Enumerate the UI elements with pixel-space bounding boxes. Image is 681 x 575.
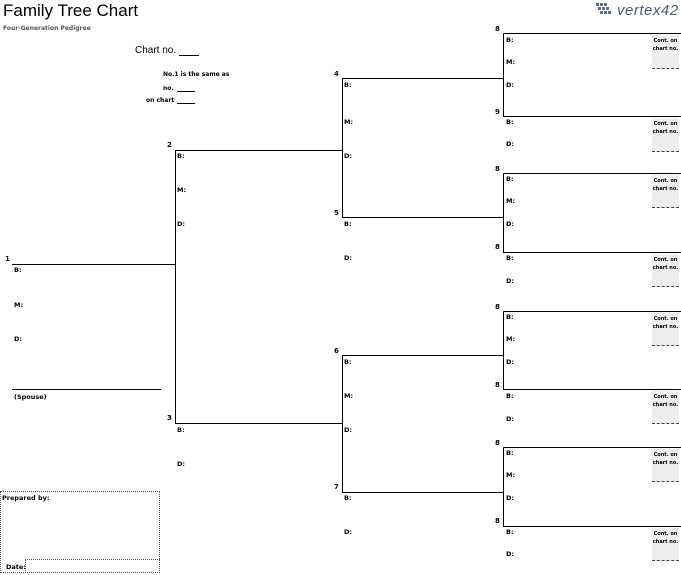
person6-born-field[interactable]: B:	[344, 358, 352, 366]
person-number-6: 6	[334, 347, 339, 355]
person13-born-field[interactable]: B:	[506, 392, 514, 400]
chart-no-label: Chart no.	[135, 45, 177, 56]
person-number-13: 8	[495, 381, 500, 389]
person8-died-field[interactable]: D:	[506, 81, 514, 89]
person5-born-field[interactable]: B:	[344, 220, 352, 228]
person8-married-field[interactable]: M:	[506, 58, 516, 66]
person-number-7: 7	[334, 483, 339, 491]
person6-died-field[interactable]: D:	[344, 426, 352, 434]
person-number-12: 8	[495, 303, 500, 311]
person8-born-field[interactable]: B:	[506, 36, 514, 44]
person9-born-field[interactable]: B:	[506, 118, 514, 126]
person15-died-field[interactable]: D:	[506, 550, 514, 558]
same-as-note-2[interactable]: no.	[163, 84, 195, 92]
person14-born-field[interactable]: B:	[506, 449, 514, 457]
person15-born-field[interactable]: B:	[506, 528, 514, 536]
person-number-14: 8	[495, 439, 500, 447]
person12-born-field[interactable]: B:	[506, 313, 514, 321]
person1-born-field[interactable]: B:	[14, 266, 22, 274]
person14-married-field[interactable]: M:	[506, 471, 516, 479]
person5-died-field[interactable]: D:	[344, 254, 352, 262]
page-title: Family Tree Chart	[3, 1, 139, 20]
person12-died-field[interactable]: D:	[506, 358, 514, 366]
person-number-3: 3	[167, 414, 172, 422]
person11-died-field[interactable]: D:	[506, 277, 514, 285]
prepared-by-box[interactable]	[0, 491, 160, 573]
person6-married-field[interactable]: M:	[344, 392, 354, 400]
person3-born-field[interactable]: B:	[177, 426, 185, 434]
person-number-8: 8	[495, 25, 500, 33]
prepared-by-label: Prepared by:	[2, 494, 50, 502]
vertex-cube-icon	[596, 3, 611, 14]
person2-died-field[interactable]: D:	[177, 220, 185, 228]
person9-died-field[interactable]: D:	[506, 140, 514, 148]
spouse-label: (Spouse)	[14, 393, 47, 401]
person1-died-field[interactable]: D:	[14, 335, 22, 343]
logo-text: vertex42	[617, 1, 679, 19]
person12-married-field[interactable]: M:	[506, 335, 516, 343]
person4-died-field[interactable]: D:	[344, 152, 352, 160]
person-number-5: 5	[334, 209, 339, 217]
person4-born-field[interactable]: B:	[344, 81, 352, 89]
person2-married-field[interactable]: M:	[177, 186, 187, 194]
person2-born-field[interactable]: B:	[177, 152, 185, 160]
person7-born-field[interactable]: B:	[344, 494, 352, 502]
chart-no-field[interactable]: Chart no.	[135, 45, 199, 56]
person-number-1: 1	[5, 255, 10, 263]
same-as-note-3[interactable]: on chart	[146, 96, 196, 104]
person7-died-field[interactable]: D:	[344, 528, 352, 536]
vertex42-logo: vertex42	[594, 0, 679, 20]
person-number-10: 8	[495, 165, 500, 173]
person10-married-field[interactable]: M:	[506, 197, 516, 205]
person-number-11: 8	[495, 243, 500, 251]
date-label: Date:	[6, 563, 26, 571]
person-number-4: 4	[334, 70, 339, 78]
person10-born-field[interactable]: B:	[506, 175, 514, 183]
person-number-2: 2	[167, 141, 172, 149]
date-field[interactable]	[25, 559, 160, 573]
person4-married-field[interactable]: M:	[344, 118, 354, 126]
person11-born-field[interactable]: B:	[506, 254, 514, 262]
person10-died-field[interactable]: D:	[506, 220, 514, 228]
person1-married-field[interactable]: M:	[14, 301, 24, 309]
person-number-9: 9	[495, 108, 500, 116]
person3-died-field[interactable]: D:	[177, 460, 185, 468]
page-subtitle: Four-Generation Pedigree	[3, 25, 91, 32]
same-as-note-1: No.1 is the same as	[163, 71, 230, 78]
person14-died-field[interactable]: D:	[506, 494, 514, 502]
person-number-15: 8	[495, 517, 500, 525]
person13-died-field[interactable]: D:	[506, 415, 514, 423]
